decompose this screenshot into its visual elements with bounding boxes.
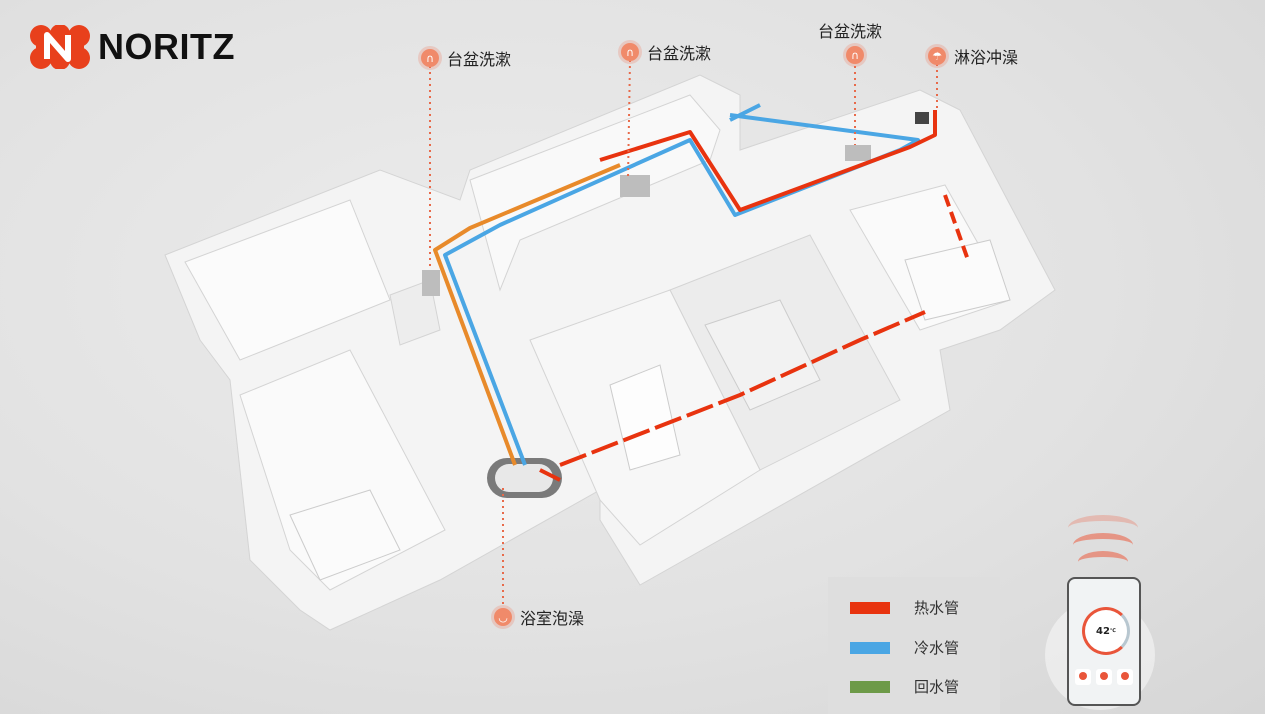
mode-button	[1075, 669, 1091, 685]
faucet-icon: ∩	[846, 46, 864, 64]
shower-icon: ☂	[928, 47, 946, 65]
legend-hot-water: 热水管	[850, 597, 959, 618]
hot-water-swatch	[850, 601, 890, 614]
fixture-label-shower[interactable]: ☂ 淋浴冲澡	[928, 44, 1018, 68]
app-phone-mockup: 42℃	[1040, 505, 1240, 714]
cold-water-swatch	[850, 641, 890, 654]
return-water-swatch	[850, 680, 890, 693]
brand-name: NORITZ	[98, 26, 235, 67]
signal-wave-icon	[1078, 551, 1128, 573]
mode-button	[1096, 669, 1112, 685]
bathtub-icon: ◡	[494, 608, 512, 626]
temperature-dial: 42℃	[1082, 607, 1130, 655]
faucet-icon: ∩	[621, 43, 639, 61]
sink-fixtures	[422, 112, 929, 296]
pipe-legend: 热水管 冷水管 回水管	[828, 577, 1000, 714]
hot-water-pipe	[599, 110, 937, 212]
mode-button	[1117, 669, 1133, 685]
hot-water-pipe-tub	[539, 468, 561, 482]
logo-mark-icon	[30, 24, 90, 70]
faucet-icon: ∩	[421, 49, 439, 67]
bathtub	[487, 458, 562, 498]
floor-plan-walls	[164, 74, 1056, 631]
legend-cold-water: 冷水管	[850, 637, 959, 658]
signal-wave-icon	[1068, 515, 1138, 541]
fixture-leader-lines	[429, 59, 938, 604]
fixture-label-basin-1[interactable]: ∩ 台盆洗漱	[421, 46, 511, 70]
legend-return-water: 回水管	[850, 676, 959, 697]
return-pipe	[433, 163, 621, 466]
hot-water-pipe-bedroom	[943, 194, 970, 261]
phone-screen: 42℃	[1067, 577, 1141, 706]
signal-wave-icon	[1073, 533, 1133, 557]
fixture-label-basin-3[interactable]: 台盆洗漱	[818, 22, 883, 41]
fixture-label-basin-2[interactable]: ∩ 台盆洗漱	[621, 40, 711, 64]
fixture-label-bathtub[interactable]: ◡ 浴室泡澡	[494, 605, 584, 629]
hot-water-pipe-main	[559, 310, 926, 467]
cold-water-pipe	[443, 113, 920, 466]
noritz-logo: NORITZ	[30, 24, 235, 70]
cold-water-pipe-branch	[729, 103, 761, 122]
